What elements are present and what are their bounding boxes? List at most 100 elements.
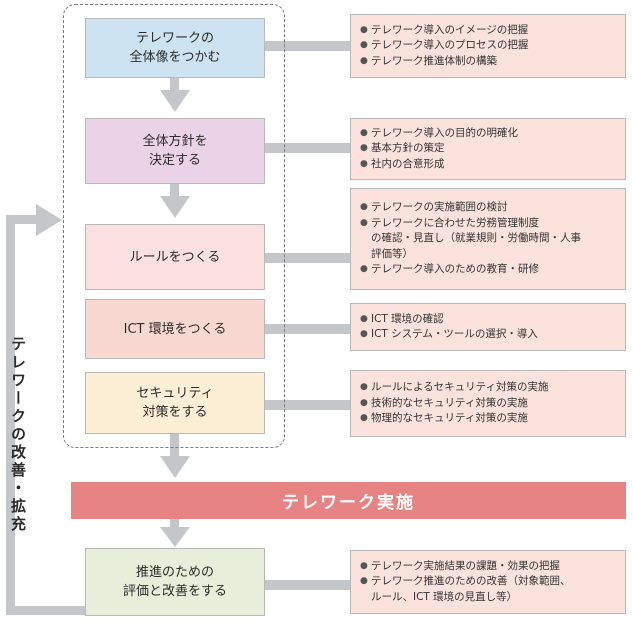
- description-box-5: ●ルールによるセキュリティ対策の実施●技術的なセキュリティ対策の実施●物理的なセ…: [350, 370, 626, 437]
- loop-arrow-head: [36, 204, 62, 236]
- description-text: テレワーク実施結果の課題・効果の把握: [371, 559, 560, 572]
- description-item: ●テレワーク導入のプロセスの把握: [360, 38, 529, 54]
- connector-step-2: [265, 143, 353, 153]
- description-list: ●ICT 環境の確認●ICT システム・ツールの選択・導入: [360, 312, 538, 343]
- step-label: 全体方針を 決定する: [142, 134, 208, 168]
- step-label: 推進のための 評価と改善をする: [122, 565, 227, 599]
- flow-arrow-head-3: [160, 456, 190, 478]
- description-box-3: ●テレワークの実施範囲の検討●テレワークに合わせた労務管理制度 の確認・見直し（…: [350, 188, 626, 290]
- description-list: ●テレワークの実施範囲の検討●テレワークに合わせた労務管理制度 の確認・見直し（…: [360, 200, 581, 278]
- description-box-2: ●テレワーク導入の目的の明確化●基本方針の策定●社内の合意形成: [350, 118, 626, 180]
- connector-step-1: [265, 41, 353, 51]
- step-understand-overview: テレワークの 全体像をつかむ: [85, 18, 265, 78]
- bullet-icon: ●: [360, 264, 368, 275]
- description-item: ●テレワーク導入のための教育・研修: [360, 262, 581, 278]
- bullet-icon: ●: [360, 560, 368, 571]
- description-text: ICT 環境の確認: [371, 312, 444, 325]
- description-item: ●テレワーク導入のイメージの把握: [360, 23, 529, 39]
- description-box-4: ●ICT 環境の確認●ICT システム・ツールの選択・導入: [350, 303, 626, 351]
- implementation-banner: テレワーク実施: [71, 482, 626, 519]
- loop-connector-bottom: [6, 606, 87, 615]
- bullet-icon: ●: [360, 55, 368, 66]
- description-item: ●テレワーク導入の目的の明確化: [360, 126, 518, 142]
- bullet-icon: ●: [360, 127, 368, 138]
- flow-arrow-head-2-shape: [160, 196, 190, 218]
- step-decide-policy: 全体方針を 決定する: [85, 118, 265, 184]
- loop-arrow-head-shape: [36, 204, 62, 236]
- description-text: ルールによるセキュリティ対策の実施: [371, 381, 549, 394]
- connector-step-3: [265, 253, 353, 263]
- description-box-6: ●テレワーク実施結果の課題・効果の把握●テレワーク推進のための改善（対象範囲、 …: [350, 550, 626, 614]
- description-list: ●テレワーク実施結果の課題・効果の把握●テレワーク推進のための改善（対象範囲、 …: [360, 559, 571, 606]
- description-text: テレワーク導入のイメージの把握: [371, 23, 529, 36]
- flow-arrow-head-3-shape: [160, 456, 190, 478]
- loop-connector-top: [6, 215, 38, 224]
- description-item: ●ICT システム・ツールの選択・導入: [360, 327, 538, 343]
- bullet-icon: ●: [360, 24, 368, 35]
- description-item: ●テレワークの実施範囲の検討: [360, 200, 581, 216]
- description-text: テレワーク導入の目的の明確化: [371, 126, 518, 139]
- description-text: テレワーク導入のプロセスの把握: [371, 39, 529, 52]
- description-box-1: ●テレワーク導入のイメージの把握●テレワーク導入のプロセスの把握●テレワーク推進…: [350, 14, 626, 78]
- description-text: ICT システム・ツールの選択・導入: [371, 328, 538, 340]
- description-item: ●ルールによるセキュリティ対策の実施: [360, 380, 549, 396]
- step-build-ict-environment: ICT 環境をつくる: [85, 299, 265, 359]
- description-list: ●ルールによるセキュリティ対策の実施●技術的なセキュリティ対策の実施●物理的なセ…: [360, 380, 549, 427]
- connector-step-5: [265, 400, 353, 410]
- description-item: ●物理的なセキュリティ対策の実施: [360, 411, 549, 427]
- step-security-measures: セキュリティ 対策をする: [85, 372, 265, 434]
- description-item: ●技術的なセキュリティ対策の実施: [360, 396, 549, 412]
- description-text: テレワーク推進のための改善（対象範囲、 ルール、ICT 環境の見直し等）: [371, 575, 571, 603]
- bullet-icon: ●: [360, 382, 368, 393]
- description-list: ●テレワーク導入のイメージの把握●テレワーク導入のプロセスの把握●テレワーク推進…: [360, 23, 529, 70]
- description-item: ●ICT 環境の確認: [360, 312, 538, 328]
- bullet-icon: ●: [360, 413, 368, 424]
- bullet-icon: ●: [360, 217, 368, 228]
- connector-step-6: [265, 580, 353, 590]
- flow-arrow-head-4-shape: [160, 527, 190, 547]
- loop-label: テレワークの改善・拡充: [9, 336, 27, 534]
- flow-arrow-stem-3: [170, 434, 179, 458]
- connector-step-4: [265, 324, 353, 334]
- flow-arrow-head-4: [160, 527, 190, 547]
- step-make-rules: ルールをつくる: [85, 224, 265, 290]
- step-label: セキュリティ 対策をする: [136, 386, 214, 420]
- description-item: ●基本方針の策定: [360, 141, 518, 157]
- flow-arrow-head-1-shape: [160, 90, 190, 112]
- description-list: ●テレワーク導入の目的の明確化●基本方針の策定●社内の合意形成: [360, 126, 518, 173]
- bullet-icon: ●: [360, 143, 368, 154]
- description-text: テレワークに合わせた労務管理制度 の確認・見直し（就業規則・労働時間・人事 評価…: [371, 216, 581, 260]
- bullet-icon: ●: [360, 202, 368, 213]
- description-text: 社内の合意形成: [371, 157, 445, 170]
- description-item: ●テレワーク推進体制の構築: [360, 54, 529, 70]
- bullet-icon: ●: [360, 329, 368, 339]
- bullet-icon: ●: [360, 576, 368, 587]
- loop-connector-vertical: [6, 215, 15, 615]
- step-label: ICT 環境をつくる: [123, 321, 227, 337]
- description-text: 基本方針の策定: [371, 142, 445, 155]
- step-label: ルールをつくる: [129, 249, 221, 265]
- description-text: 物理的なセキュリティ対策の実施: [371, 412, 528, 425]
- description-text: 技術的なセキュリティ対策の実施: [371, 396, 528, 409]
- step-evaluate-improve: 推進のための 評価と改善をする: [85, 548, 265, 616]
- step-label: テレワークの 全体像をつかむ: [129, 31, 221, 65]
- flow-arrow-stem-2: [170, 184, 179, 198]
- flow-arrow-head-2: [160, 196, 190, 218]
- description-item: ●テレワーク実施結果の課題・効果の把握: [360, 559, 571, 575]
- bullet-icon: ●: [360, 397, 368, 408]
- bullet-icon: ●: [360, 158, 368, 169]
- planning-phase-group: [63, 4, 285, 448]
- flow-arrow-head-1: [160, 90, 190, 112]
- bullet-icon: ●: [360, 40, 368, 51]
- description-text: テレワーク導入のための教育・研修: [371, 263, 539, 276]
- description-item: ●社内の合意形成: [360, 157, 518, 173]
- flow-arrow-stem-4: [170, 519, 179, 529]
- description-text: テレワークの実施範囲の検討: [371, 201, 508, 214]
- description-item: ●テレワークに合わせた労務管理制度 の確認・見直し（就業規則・労働時間・人事 評…: [360, 216, 581, 263]
- description-item: ●テレワーク推進のための改善（対象範囲、 ルール、ICT 環境の見直し等）: [360, 574, 571, 605]
- description-text: テレワーク推進体制の構築: [371, 54, 497, 67]
- bullet-icon: ●: [360, 313, 368, 324]
- flow-arrow-stem-1: [170, 78, 179, 92]
- banner-label: テレワーク実施: [282, 493, 415, 513]
